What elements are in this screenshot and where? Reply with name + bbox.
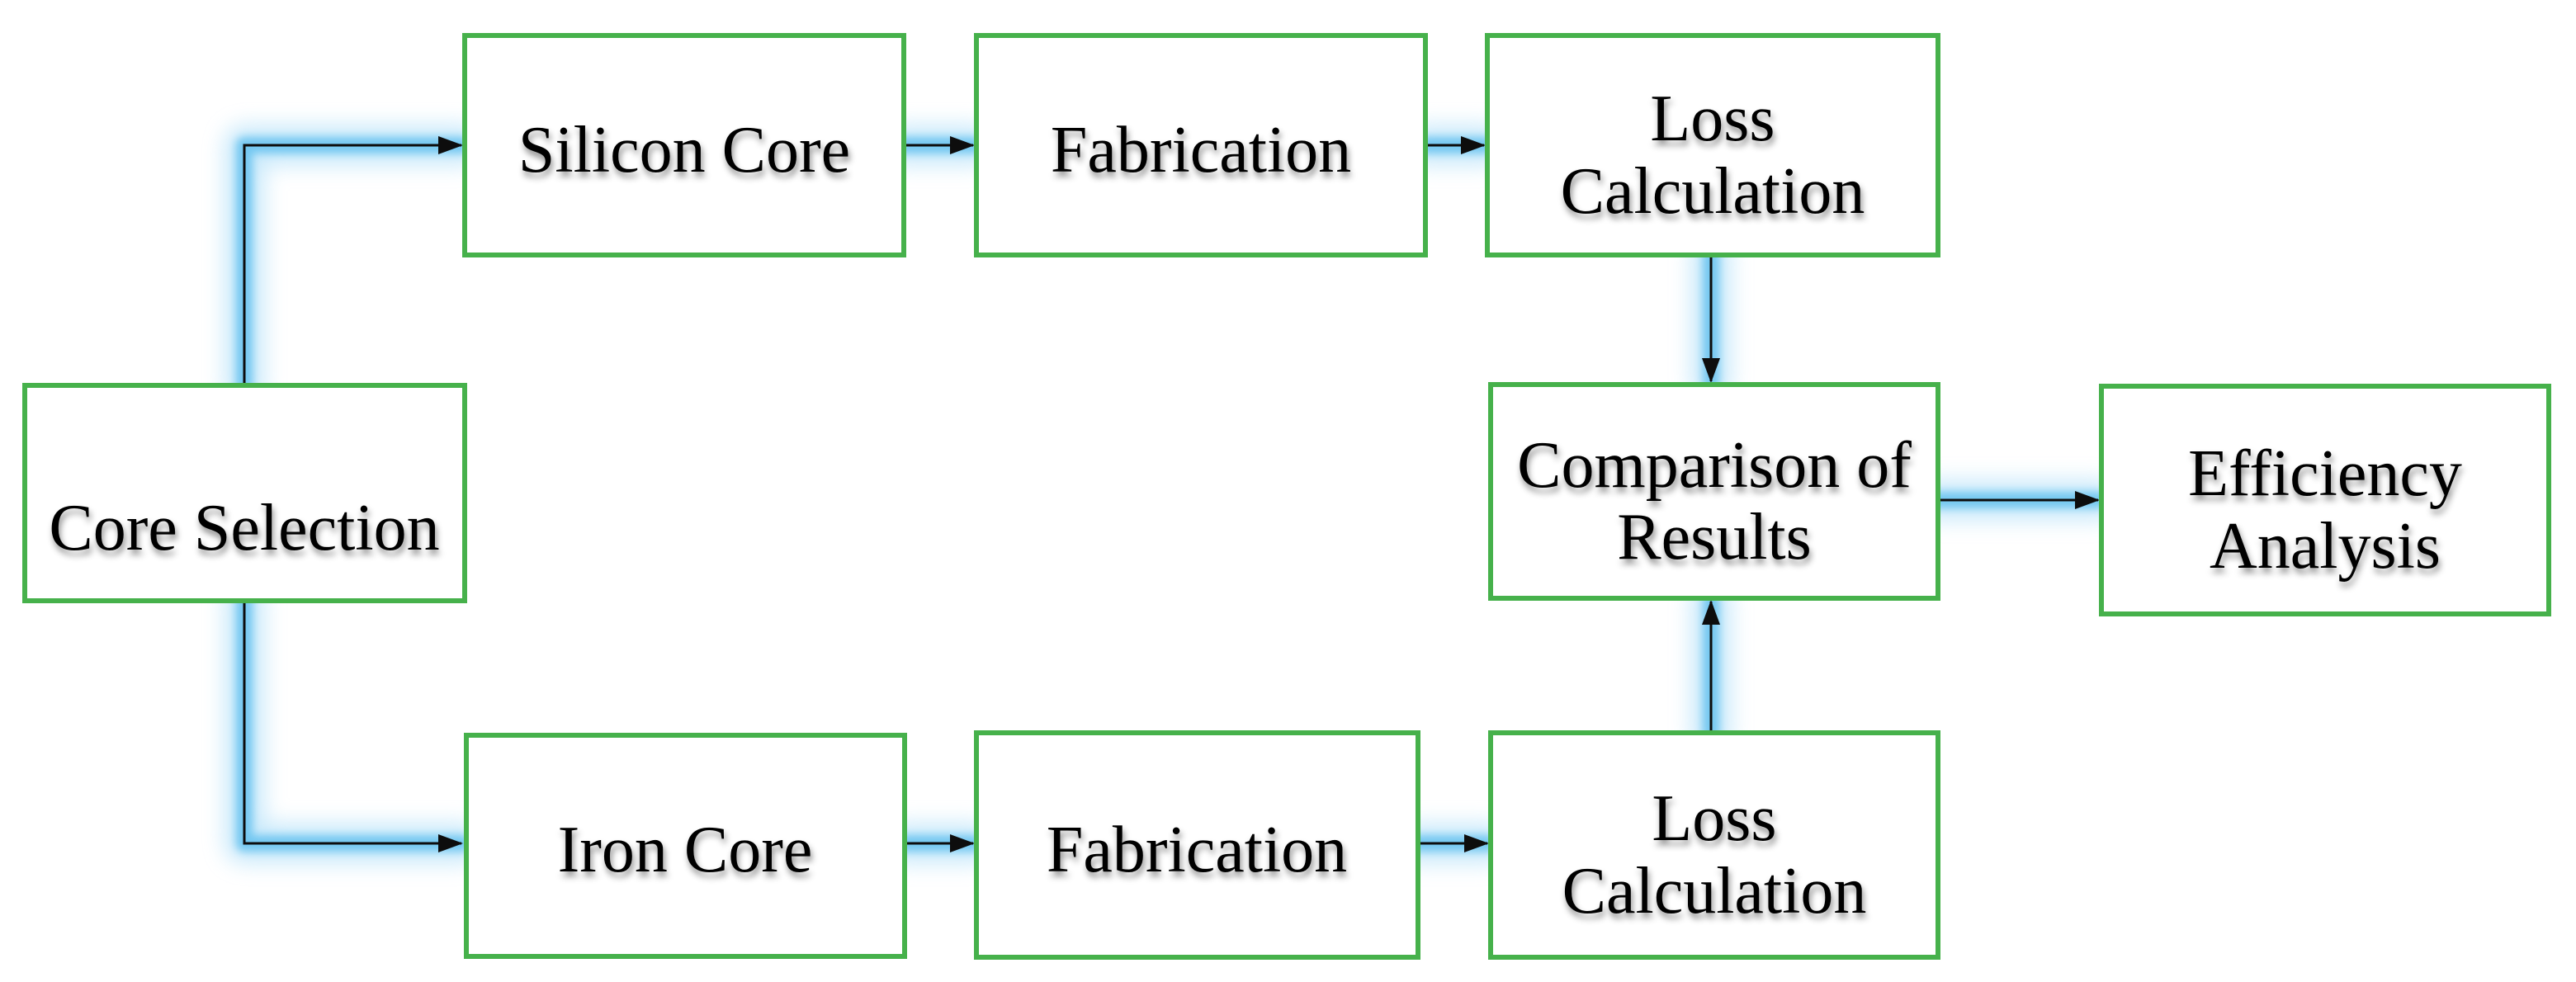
connector-comparison-to-efficiency-analysis: [1918, 480, 2118, 520]
node-efficiency-analysis-label-line2: Analysis: [2210, 510, 2441, 583]
node-core-selection-box: [22, 383, 467, 603]
arrowhead-right-icon: [950, 834, 975, 852]
connector-loss-calculation-bottom-to-comparison: [1691, 582, 1731, 753]
node-silicon-core-label: Silicon Core: [518, 114, 850, 186]
connector-fabrication-to-loss-calculation-top: [1406, 125, 1504, 165]
arrowhead-right-icon: [2075, 491, 2100, 509]
node-efficiency-analysis-label-line1: Efficiency: [2188, 437, 2462, 510]
arrowhead-down-icon: [1702, 358, 1720, 383]
node-fabrication-top-label: Fabrication: [1051, 114, 1351, 186]
node-loss-calculation-bottom-label-line2: Calculation: [1562, 855, 1867, 928]
arrowhead-right-icon: [438, 834, 463, 852]
node-comparison-of-results-box: [1488, 382, 1940, 601]
connector-silicon-core-to-fabrication: [884, 125, 993, 165]
node-comparison-of-results-label-line2: Results: [1617, 501, 1812, 574]
connector-iron-core-to-fabrication: [885, 824, 993, 863]
arrowhead-right-icon: [438, 136, 463, 154]
node-fabrication-top: Fabrication: [974, 33, 1428, 257]
arrowhead-up-icon: [1702, 600, 1720, 625]
node-loss-calculation-top-box: [1485, 33, 1940, 257]
node-core-selection: Core Selection: [22, 383, 467, 603]
connector-line: [243, 601, 461, 845]
node-loss-calculation-bottom: Loss Calculation: [1488, 730, 1940, 960]
node-iron-core-box: [464, 733, 907, 959]
node-efficiency-analysis: Efficiency Analysis: [2099, 384, 2551, 616]
node-fabrication-bottom-label: Fabrication: [1047, 814, 1347, 886]
node-fabrication-top-box: [974, 33, 1428, 257]
node-iron-core: Iron Core: [464, 733, 907, 959]
connector-line: [243, 144, 461, 385]
node-core-selection-label: Core Selection: [49, 492, 439, 564]
connector-core-selection-to-iron-core: [225, 581, 481, 863]
node-loss-calculation-top-label-line1: Loss: [1650, 83, 1775, 155]
node-silicon-core: Silicon Core: [462, 33, 906, 257]
node-comparison-of-results-label-line1: Comparison of: [1517, 429, 1912, 502]
connector-core-selection-to-silicon-core: [225, 125, 481, 405]
node-iron-core-label: Iron Core: [558, 814, 813, 886]
node-loss-calculation-top-label-line2: Calculation: [1561, 155, 1865, 228]
node-fabrication-bottom-box: [974, 730, 1420, 960]
connector-fabrication-to-loss-calculation-bottom: [1398, 824, 1507, 863]
arrowhead-right-icon: [1461, 136, 1486, 154]
node-loss-calculation-bottom-label-line1: Loss: [1652, 782, 1776, 855]
node-silicon-core-box: [462, 33, 906, 257]
connector-loss-calculation-top-to-comparison: [1691, 235, 1731, 401]
node-loss-calculation-bottom-box: [1488, 730, 1940, 960]
node-efficiency-analysis-box: [2099, 384, 2551, 616]
arrowhead-right-icon: [1464, 834, 1489, 852]
node-loss-calculation-top: Loss Calculation: [1485, 33, 1940, 257]
arrowhead-right-icon: [950, 136, 975, 154]
node-comparison-of-results: Comparison of Results: [1488, 382, 1940, 601]
node-fabrication-bottom: Fabrication: [974, 730, 1420, 960]
